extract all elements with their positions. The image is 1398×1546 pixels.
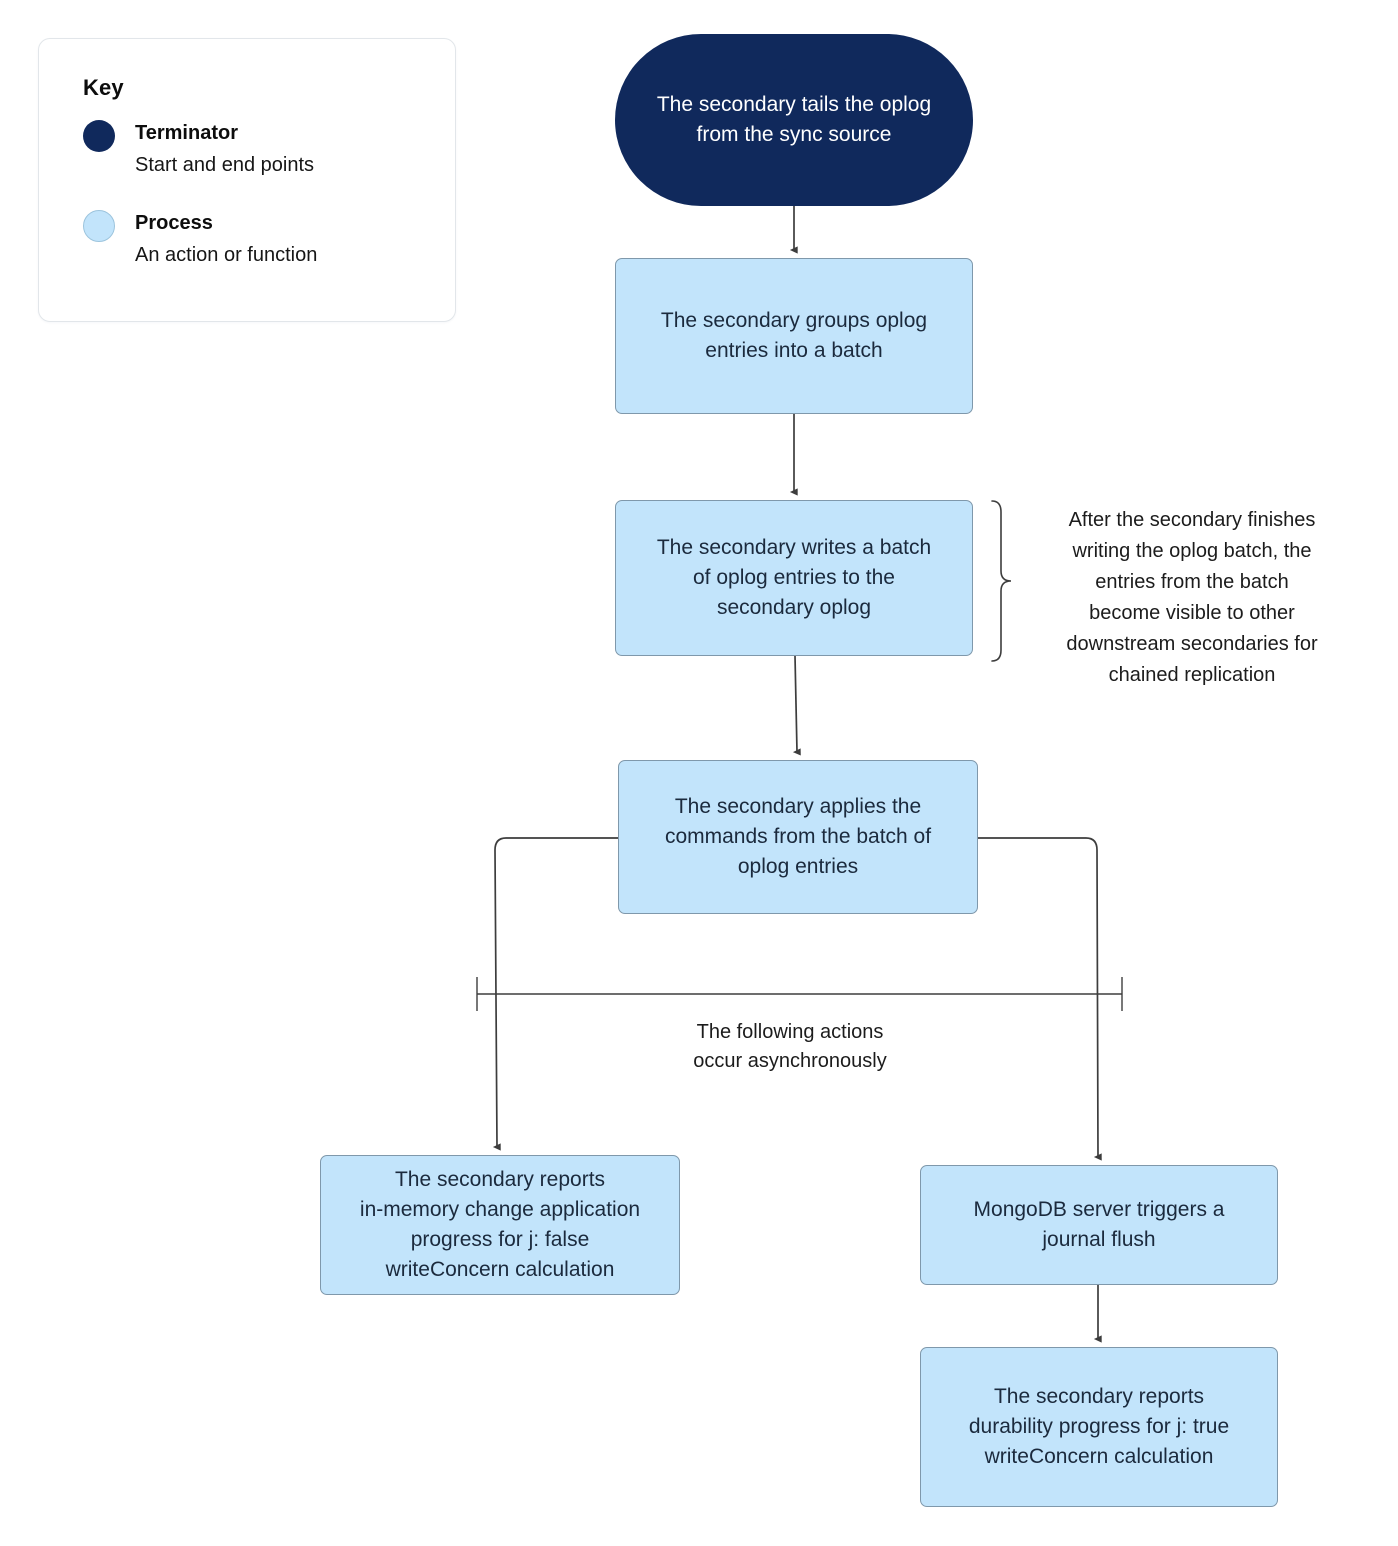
edge-write-to-apply	[792, 655, 801, 756]
legend-title: Key	[83, 75, 124, 100]
node-label: The secondary groups oplog entries into …	[660, 309, 928, 362]
node-secondary-reports-in-memory-progress: The secondary reports in-memory change a…	[320, 1155, 680, 1295]
node-secondary-writes-batch: The secondary writes a batch of oplog en…	[615, 500, 973, 656]
annotation-async-note: The following actions occur asynchronous…	[693, 1021, 887, 1072]
node-secondary-tails-oplog: The secondary tails the oplog from the s…	[615, 34, 973, 206]
node-label: The secondary tails the oplog from the s…	[656, 93, 932, 146]
annotation-chained-replication: After the secondary finishes writing the…	[1066, 509, 1318, 686]
node-label: MongoDB server triggers a journal flush	[973, 1198, 1225, 1251]
legend-item-name: Terminator	[135, 122, 238, 144]
legend-item-description: Start and end points	[135, 154, 315, 176]
node-mongodb-triggers-journal-flush: MongoDB server triggers a journal flush	[920, 1165, 1278, 1285]
chained-replication-brace	[991, 500, 1012, 662]
node-label: The secondary reports in-memory change a…	[359, 1168, 641, 1281]
node-secondary-groups-oplog-entries: The secondary groups oplog entries into …	[615, 258, 973, 414]
node-label: The secondary reports durability progres…	[968, 1385, 1230, 1468]
node-label: The secondary writes a batch of oplog en…	[656, 536, 932, 619]
legend-item-name: Process	[135, 212, 213, 234]
terminator-swatch-icon	[83, 120, 115, 152]
async-span-line	[476, 977, 1123, 1011]
legend-item-description: An action or function	[135, 244, 318, 266]
node-secondary-applies-commands: The secondary applies the commands from …	[618, 760, 978, 914]
legend-panel: Key Terminator Start and end points Proc…	[38, 38, 456, 322]
process-swatch-icon	[83, 210, 115, 242]
edge-apply-to-journal	[978, 837, 1102, 1161]
edge-apply-to-inmem	[492, 837, 618, 1151]
node-label: The secondary applies the commands from …	[664, 795, 932, 878]
node-secondary-reports-durability-progress: The secondary reports durability progres…	[920, 1347, 1278, 1507]
